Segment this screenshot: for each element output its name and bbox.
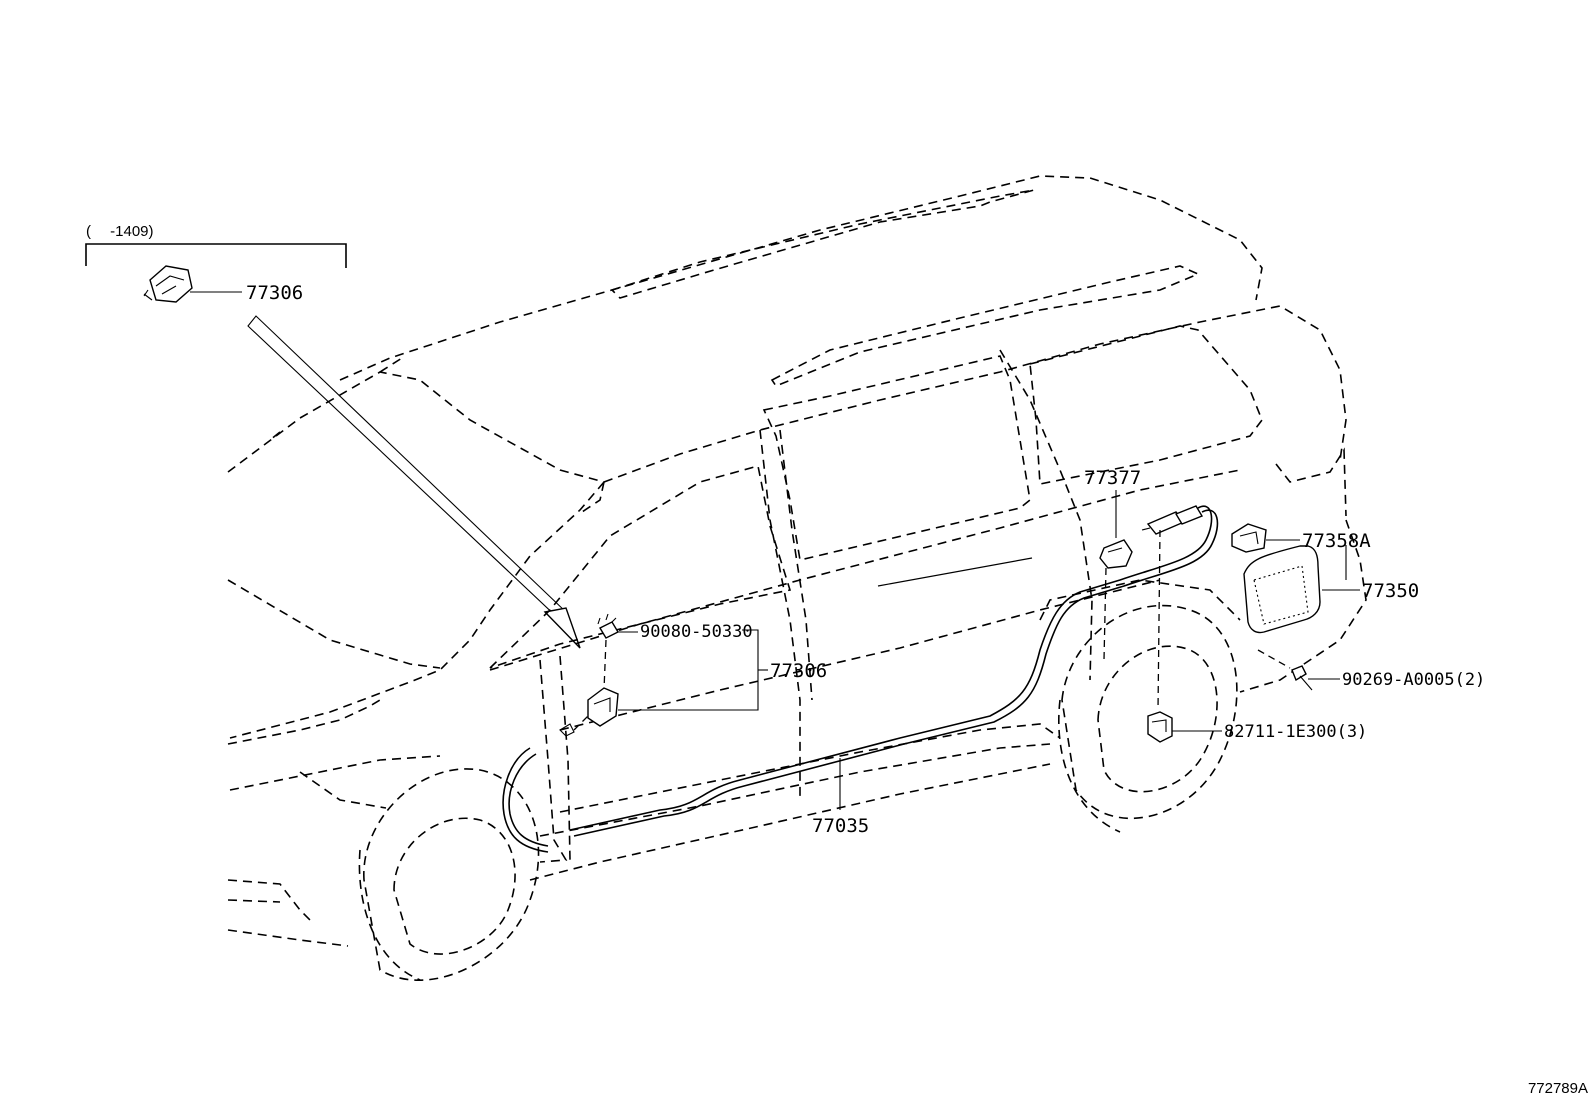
vehicle-body [227,175,1367,947]
cable-actuator-icon [1141,505,1204,535]
part-82711-icon [1147,711,1173,743]
part-77306-icon [559,687,619,737]
fuel-lid [1243,545,1321,634]
rear-wheel [1039,579,1241,833]
inset-range-label: ( -1409) [86,223,154,240]
part-77358A-icon [1231,523,1267,553]
callout-77035: 77035 [812,815,869,837]
part-77377-icon [1099,539,1133,569]
part-90269-icon [1291,665,1313,691]
callout-77306: 77306 [770,660,827,682]
callout-82711: 82711-1E300(3) [1224,722,1367,742]
callout-90080: 90080-50330 [640,622,753,642]
callout-90269: 90269-A0005(2) [1342,670,1485,690]
callout-77358A: 77358A [1302,530,1371,552]
inset-bracket: ( -1409) 77306 [85,223,347,304]
front-wheel [358,768,540,981]
pointer-arrow [247,315,581,649]
figure-id: 772789A [1528,1080,1588,1097]
inset-part-icon [143,265,193,303]
cable-77035 [502,505,1219,853]
callout-77377: 77377 [1084,467,1141,489]
inset-part-label: 77306 [246,282,303,304]
callout-77350: 77350 [1362,580,1419,602]
